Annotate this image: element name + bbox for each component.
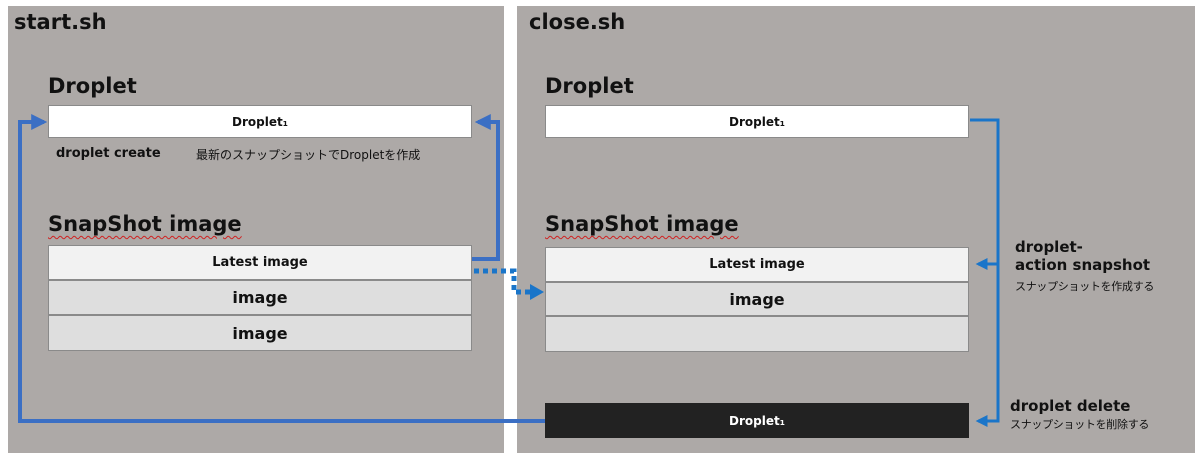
right-snapshot-heading: SnapShot image (545, 212, 739, 236)
left-snapshot-heading: SnapShot image (48, 212, 242, 236)
right-image-row-1: image (545, 282, 969, 316)
right-image-row-empty (545, 316, 969, 352)
droplet-create-description: 最新のスナップショットでDropletを作成 (196, 148, 421, 162)
right-droplet-box: Droplet₁ (545, 105, 969, 138)
droplet-create-command: droplet create (56, 146, 161, 161)
create-snapshot-description: スナップショットを作成する (1015, 280, 1155, 293)
left-latest-image-row: Latest image (48, 245, 472, 280)
droplet-action-snapshot-line2: action snapshot (1015, 256, 1151, 274)
right-snapshot-heading-text: SnapShot image (545, 212, 739, 236)
delete-snapshot-description: スナップショットを削除する (1010, 418, 1150, 431)
left-image-row-1: image (48, 280, 472, 315)
left-droplet-heading: Droplet (48, 74, 137, 98)
droplet-delete-command: droplet delete (1010, 397, 1131, 415)
start-sh-title: start.sh (14, 10, 107, 34)
droplet-action-snapshot-line1: droplet- (1015, 238, 1083, 256)
left-droplet-box: Droplet₁ (48, 105, 472, 138)
deleted-droplet-box: Droplet₁ (545, 403, 969, 438)
right-latest-image-row: Latest image (545, 247, 969, 282)
close-sh-panel: close.sh (517, 6, 1195, 453)
left-image-row-2: image (48, 315, 472, 351)
left-snapshot-heading-text: SnapShot image (48, 212, 242, 236)
right-droplet-heading: Droplet (545, 74, 634, 98)
close-sh-title: close.sh (529, 10, 626, 34)
